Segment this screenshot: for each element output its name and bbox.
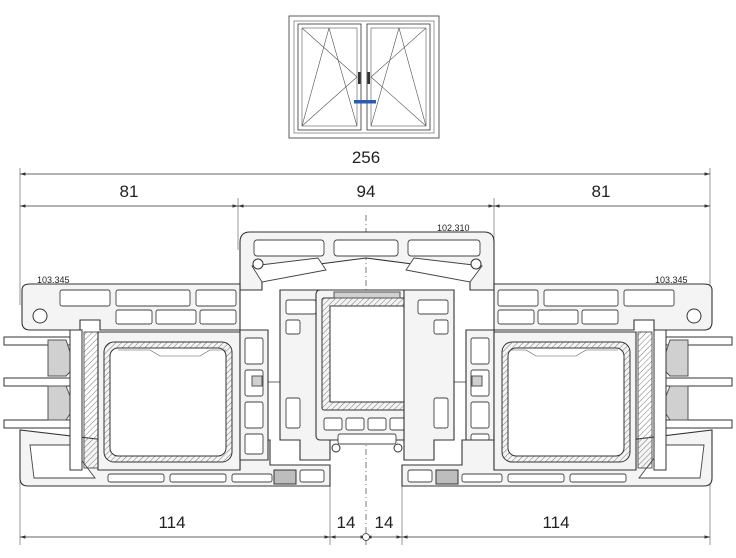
dim-bottom-right: 114 [542,513,569,532]
window-elevation-icon [288,15,440,139]
dim-center-mullion: 94 [357,182,376,201]
dimension-lines [19,168,711,545]
profile-cross-section [3,231,733,487]
dim-overall: 256 [352,148,380,167]
dim-bottom-center-right: 14 [375,513,394,532]
profile-code-right: 103.345 [655,275,688,285]
dim-left-frame: 81 [120,182,139,201]
dim-bottom-left: 114 [158,513,185,532]
profile-code-center: 102.310 [437,223,470,233]
dim-bottom-center-left: 14 [337,513,356,532]
dim-right-frame: 81 [592,182,611,201]
profile-code-left: 103.345 [37,275,70,285]
handle-bar [354,100,376,104]
